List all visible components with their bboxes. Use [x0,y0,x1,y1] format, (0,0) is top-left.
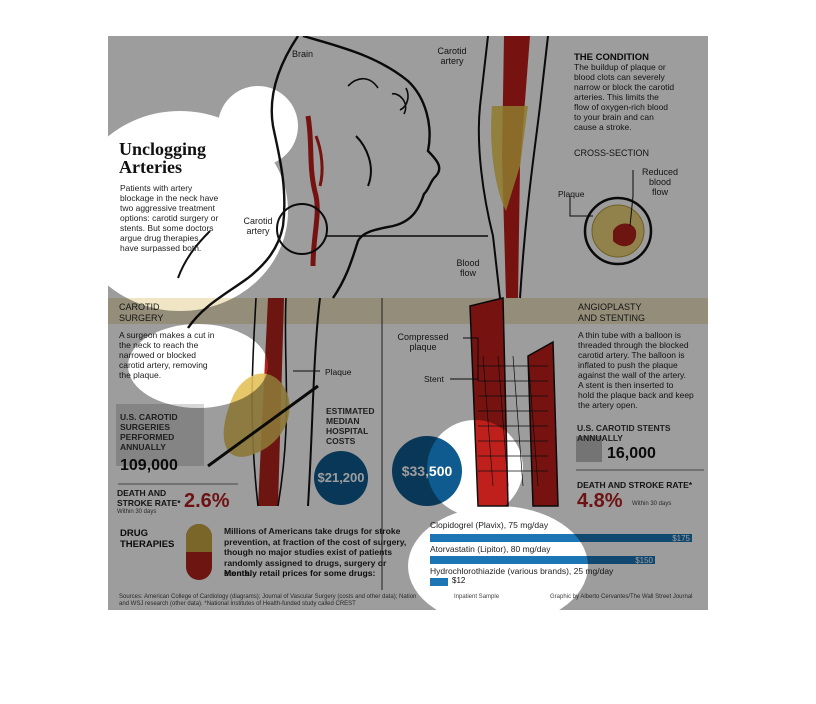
stent-rate-note: Within 30 days [632,501,672,507]
drug-price-label: $150 [635,556,653,565]
stents-annual-value: 16,000 [607,445,656,462]
drug-price-list: Clopidogrel (Plavix), 75 mg/day $175 Ato… [430,520,698,586]
drug-prices-label: Monthly retail prices for some drugs: [224,568,376,578]
stent-label: Stent [424,374,444,384]
drug-name: Clopidogrel (Plavix), 75 mg/day [430,520,549,530]
plaque-label-top: Plaque [558,189,585,199]
stent-rate-value: 4.8% [577,490,623,512]
surgery-rate-value: 2.6% [184,490,230,512]
drug-text: Millions of Americans take drugs for str… [224,526,407,578]
drug-name: Hydrochlorothiazide (various brands), 25… [430,566,614,576]
drug-price-bar [430,578,448,586]
surgery-rate-note: Within 30 days [117,509,157,515]
inpatient-text: Inpatient Sample [454,594,500,600]
cross-section-label: CROSS-SECTION [574,148,650,158]
stent-cost-circle: $33,500 [392,436,462,506]
drug-price-label: $12 [452,576,466,585]
page-title: Unclogging Arteries [119,139,207,177]
surgery-band [108,298,708,324]
stents-annual-label: U.S. CAROTID STENTS ANNUALLY [577,423,671,443]
condition-heading: THE CONDITION [574,52,649,63]
drug-price-bar [430,534,692,542]
sources-text: Sources: American College of Cardiology … [119,594,417,607]
credit-text: Graphic by Alberto Cervantes/The Wall St… [550,594,693,600]
surgeries-annual-value: 109,000 [120,457,178,474]
illustrations [116,36,704,590]
stent-rate-label: DEATH AND STROKE RATE* [577,480,693,490]
brain-label: Brain [292,49,314,59]
drug-name: Atorvastatin (Lipitor), 80 mg/day [430,544,551,554]
drug-price-label: $175 [672,534,690,543]
surgery-cost-circle: $21,200 [314,451,368,505]
drug-price-bar [430,556,655,564]
plaque-label-surgery: Plaque [325,367,352,377]
